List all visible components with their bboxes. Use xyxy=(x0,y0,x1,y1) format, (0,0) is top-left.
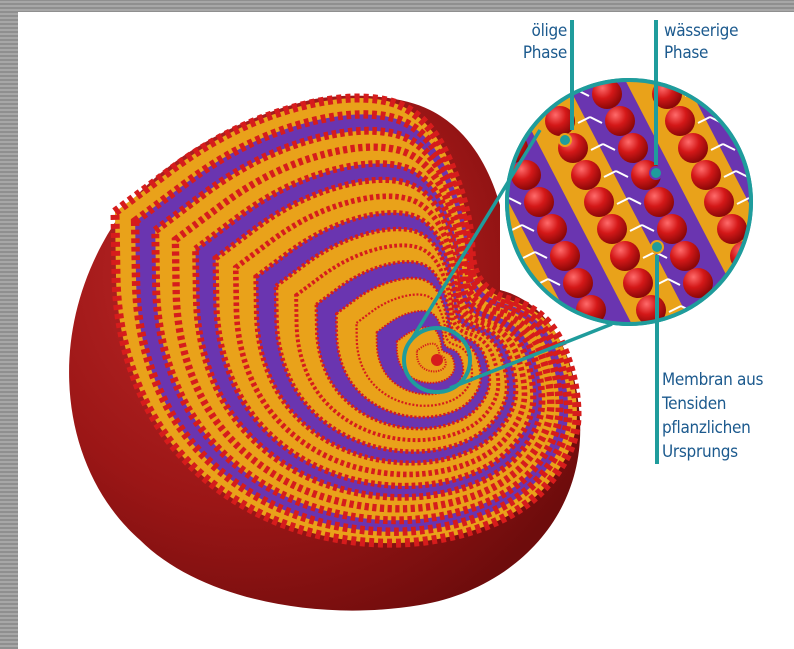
surfactant-head xyxy=(550,241,580,271)
label-water-line-1: wässerige xyxy=(664,20,774,42)
surfactant-head xyxy=(579,52,609,82)
surfactant-tail xyxy=(763,252,775,258)
label-membrane-line-4: Ursprungs xyxy=(662,440,787,464)
surfactant-head xyxy=(790,241,794,271)
surfactant-tail xyxy=(419,36,431,42)
surfactant-head xyxy=(764,187,794,217)
label-oily-line-1: ölige xyxy=(511,20,567,42)
surfactant-head xyxy=(511,160,541,190)
label-water-phase: wässerige Phase xyxy=(664,20,774,64)
surfactant-head xyxy=(743,268,773,298)
surfactant-head xyxy=(602,349,632,379)
surfactant-head xyxy=(584,187,614,217)
surfactant-tail xyxy=(682,333,694,339)
surfactant-head xyxy=(777,214,794,244)
surfactant-head xyxy=(712,79,742,109)
surfactant-head xyxy=(563,268,593,298)
surfactant-tail xyxy=(750,225,762,231)
surfactant-head xyxy=(670,241,700,271)
surfactant-head xyxy=(485,106,515,136)
surfactant-head xyxy=(446,25,476,55)
label-membrane-line-2: Tensiden xyxy=(662,392,787,416)
surfactant-head xyxy=(769,322,794,352)
surfactant-head xyxy=(691,160,721,190)
surfactant-tail xyxy=(707,360,719,366)
surfactant-head xyxy=(524,187,554,217)
label-oily-line-2: Phase xyxy=(511,42,567,64)
surfactant-head xyxy=(709,322,739,352)
surfactant-head xyxy=(649,322,679,352)
surfactant-tail xyxy=(458,117,470,123)
surfactant-head xyxy=(644,187,674,217)
surfactant-tail xyxy=(775,252,787,258)
surfactant-head xyxy=(751,160,781,190)
surfactant-tail xyxy=(789,306,794,312)
surfactant-tail xyxy=(762,225,774,231)
surfactant-tail xyxy=(445,90,457,96)
surfactant-head xyxy=(623,268,653,298)
surfactant-tail xyxy=(483,144,495,150)
surfactant-head xyxy=(626,25,656,55)
surfactant-head xyxy=(618,133,648,163)
surfactant-head xyxy=(610,241,640,271)
surfactant-head xyxy=(717,214,747,244)
surfactant-head xyxy=(386,25,416,55)
surfactant-head xyxy=(597,214,627,244)
surfactant-head xyxy=(472,79,502,109)
surfactant-head xyxy=(756,295,786,325)
label-membrane-line-3: pflanzlichen xyxy=(662,416,787,440)
surfactant-tail xyxy=(431,36,443,42)
label-oily-phase: ölige Phase xyxy=(511,20,567,64)
surfactant-head xyxy=(459,52,489,82)
label-membrane: Membran aus Tensiden pflanzlichen Urspru… xyxy=(662,368,787,464)
core-center xyxy=(431,354,443,366)
surfactant-tail xyxy=(575,360,587,366)
surfactant-tail xyxy=(694,333,706,339)
surfactant-head xyxy=(537,214,567,244)
surfactant-tail xyxy=(444,63,456,69)
surfactant-tail xyxy=(496,171,508,177)
label-water-line-2: Phase xyxy=(664,42,774,64)
surfactant-head xyxy=(605,106,635,136)
surfactant-tail xyxy=(549,306,561,312)
label-membrane-line-1: Membran aus xyxy=(662,368,787,392)
surfactant-tail xyxy=(457,90,469,96)
surfactant-tail xyxy=(788,279,794,285)
surfactant-tail xyxy=(587,360,599,366)
surfactant-tail xyxy=(776,279,788,285)
surfactant-head xyxy=(704,187,734,217)
surfactant-tail xyxy=(697,90,709,96)
surfactant-head xyxy=(657,214,687,244)
surfactant-head xyxy=(678,133,708,163)
surfactant-head xyxy=(571,160,601,190)
surfactant-tail xyxy=(470,117,482,123)
surfactant-head xyxy=(665,106,695,136)
surfactant-tail xyxy=(432,63,444,69)
surfactant-head xyxy=(399,52,429,82)
surfactant-tail xyxy=(695,360,707,366)
